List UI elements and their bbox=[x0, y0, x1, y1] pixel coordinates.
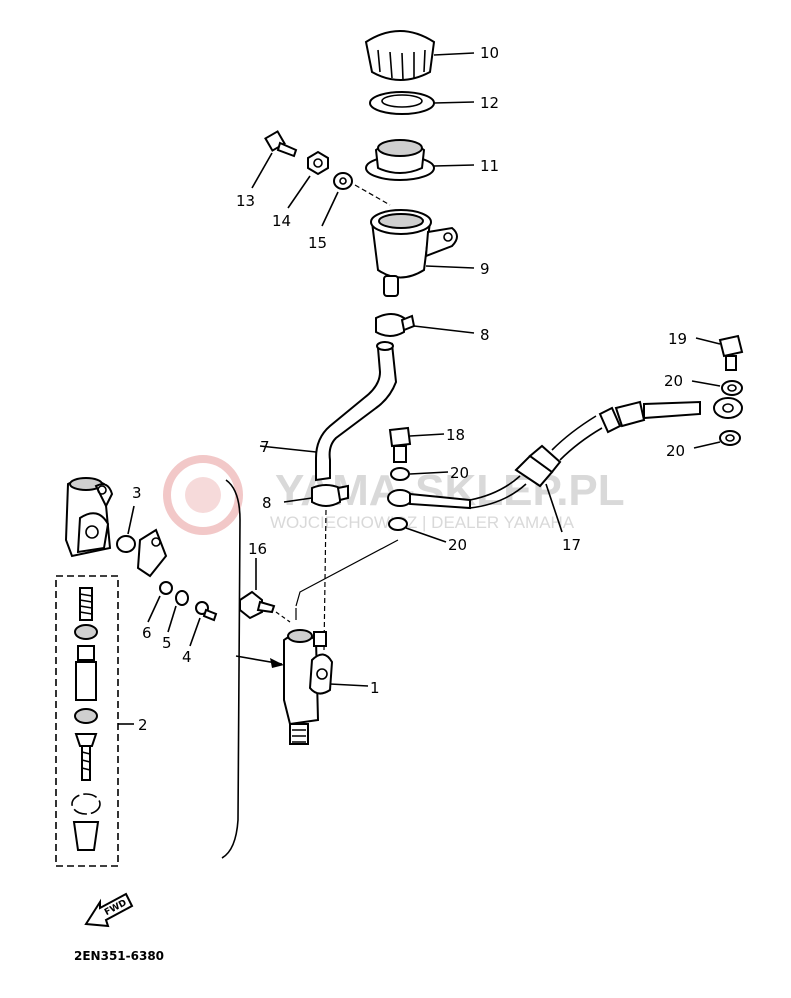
part-diaphragm-plate bbox=[369, 91, 475, 115]
part-hose-clamp-bottom bbox=[283, 484, 349, 651]
watermark-subtitle: WOJCIECHOWICZ | DEALER YAMAHA bbox=[270, 513, 575, 532]
part-gasket-20-d bbox=[693, 430, 741, 449]
part-brake-hose-17 bbox=[387, 397, 743, 533]
label-part-18: 18 bbox=[446, 426, 465, 444]
label-part-5: 5 bbox=[162, 634, 172, 652]
label-part-11: 11 bbox=[480, 157, 499, 175]
part-reservoir-cap bbox=[364, 30, 475, 81]
label-part-1: 1 bbox=[370, 679, 380, 697]
label-part-13: 13 bbox=[236, 192, 255, 210]
part-repair-kit-2 bbox=[55, 575, 134, 867]
label-part-3: 3 bbox=[132, 484, 142, 502]
assembly-bracket bbox=[221, 479, 284, 859]
part-gasket-20-c bbox=[691, 380, 743, 396]
part-gasket-20-a bbox=[390, 467, 449, 481]
label-part-20-d: 20 bbox=[666, 442, 685, 460]
watermark-logo-inner bbox=[185, 477, 221, 513]
label-part-6: 6 bbox=[142, 624, 152, 642]
part-union-bolt-19 bbox=[695, 334, 744, 371]
label-part-4: 4 bbox=[182, 648, 192, 666]
label-part-10: 10 bbox=[480, 44, 499, 62]
part-hose-clamp-top bbox=[375, 313, 475, 337]
part-o-ring-3 bbox=[116, 505, 136, 553]
label-part-12: 12 bbox=[480, 94, 499, 112]
forward-arrow-icon: FWD bbox=[84, 892, 134, 928]
part-union-6 bbox=[136, 528, 173, 623]
diagram-code: 2EN351-6380 bbox=[74, 949, 164, 963]
label-part-15: 15 bbox=[308, 234, 327, 252]
part-gasket-20-b bbox=[388, 517, 447, 543]
part-reservoir-hose bbox=[259, 341, 398, 482]
part-diaphragm bbox=[365, 139, 475, 181]
label-part-8-top: 8 bbox=[480, 326, 490, 344]
part-nut-14 bbox=[287, 150, 329, 209]
part-cylinder-kit-body bbox=[64, 477, 114, 558]
watermark: YAMA-SKLEP.PL WOJCIECHOWICZ | DEALER YAM… bbox=[163, 455, 625, 535]
label-part-20-c: 20 bbox=[664, 372, 683, 390]
label-part-17: 17 bbox=[562, 536, 581, 554]
label-part-14: 14 bbox=[272, 212, 291, 230]
part-bolt-13 bbox=[251, 130, 298, 189]
part-screw-4 bbox=[189, 601, 218, 647]
part-reservoir-tank bbox=[354, 184, 475, 297]
label-part-9: 9 bbox=[480, 260, 490, 278]
label-part-2: 2 bbox=[138, 716, 148, 734]
part-gasket-5 bbox=[167, 590, 189, 633]
part-washer-15 bbox=[321, 172, 353, 227]
part-union-bolt-18 bbox=[388, 426, 445, 463]
label-part-7: 7 bbox=[260, 438, 270, 456]
label-part-8-bottom: 8 bbox=[262, 494, 272, 512]
label-part-20-a: 20 bbox=[450, 464, 469, 482]
label-part-16: 16 bbox=[248, 540, 267, 558]
label-part-20-b: 20 bbox=[448, 536, 467, 554]
part-bolt-16 bbox=[239, 558, 291, 623]
label-part-19: 19 bbox=[668, 330, 687, 348]
watermark-logo-icon bbox=[163, 455, 243, 535]
part-master-cylinder bbox=[283, 539, 399, 745]
